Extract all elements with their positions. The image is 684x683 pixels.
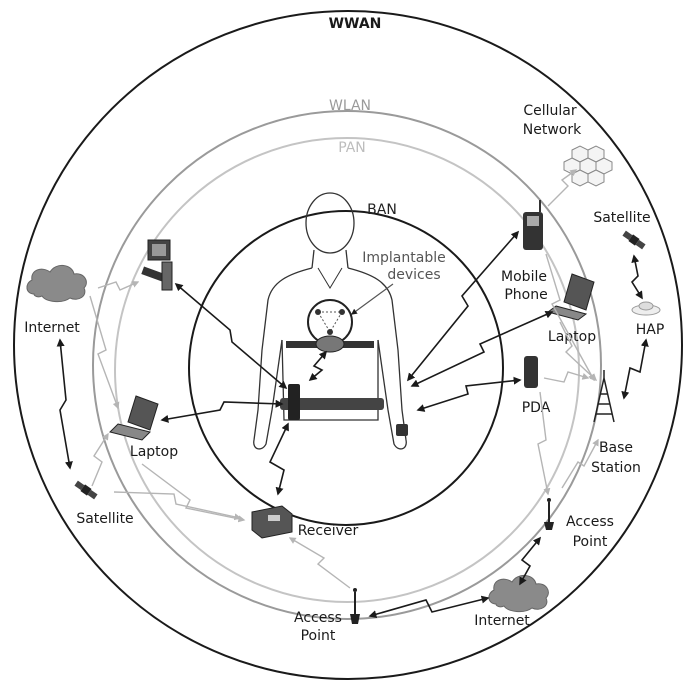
laptop-left-label: Laptop bbox=[130, 444, 178, 460]
wrist-sensor-icon bbox=[396, 424, 408, 436]
desktop-computer-icon bbox=[141, 240, 172, 290]
base-station-label-1: Base bbox=[599, 440, 633, 456]
satellite-icon bbox=[74, 480, 98, 500]
access-point-right-label-2: Point bbox=[573, 534, 608, 550]
pda-icon bbox=[524, 356, 538, 388]
internet-bottom-label: Internet bbox=[474, 613, 530, 629]
cellular-network-icon bbox=[564, 146, 612, 186]
ban-label: BAN bbox=[367, 202, 397, 218]
access-point-bottom-label-2: Point bbox=[301, 628, 336, 644]
body-hub-device-icon bbox=[288, 384, 300, 420]
base-station-icon bbox=[594, 370, 614, 422]
wwan-label: WWAN bbox=[329, 16, 382, 32]
satellite-icon bbox=[622, 230, 646, 250]
internet-left-label: Internet bbox=[24, 320, 80, 336]
mobile-phone-label-1: Mobile bbox=[501, 269, 547, 285]
implant-pointer bbox=[352, 284, 393, 314]
hap-label: HAP bbox=[636, 322, 665, 338]
access-point-right-label-1: Access bbox=[566, 514, 614, 530]
laptop-right-label: Laptop bbox=[548, 329, 596, 345]
base-station-label-2: Station bbox=[591, 460, 641, 476]
pda-label: PDA bbox=[522, 400, 551, 416]
mobile-phone-icon bbox=[523, 200, 543, 250]
mobile-phone-label-2: Phone bbox=[504, 287, 547, 303]
cellular-network-label-1: Cellular bbox=[523, 103, 577, 119]
access-point-bottom-label-1: Access bbox=[294, 610, 342, 626]
wlan-label: WLAN bbox=[329, 98, 371, 114]
implantable-label-1: Implantable bbox=[362, 250, 445, 266]
cellular-network-label-2: Network bbox=[523, 122, 582, 138]
receiver-icon bbox=[252, 506, 292, 538]
cloud-icon bbox=[27, 265, 86, 301]
chest-sensor-icon bbox=[316, 336, 344, 352]
pan-label: PAN bbox=[338, 140, 366, 156]
receiver-label: Receiver bbox=[298, 523, 359, 539]
satellite-left-label: Satellite bbox=[76, 511, 133, 527]
ban-ring bbox=[189, 211, 503, 525]
implantable-label-2: devices bbox=[387, 267, 440, 283]
cloud-icon bbox=[489, 575, 548, 611]
satellite-right-label: Satellite bbox=[593, 210, 650, 226]
access-point-icon bbox=[350, 588, 360, 624]
hap-icon bbox=[632, 302, 660, 315]
